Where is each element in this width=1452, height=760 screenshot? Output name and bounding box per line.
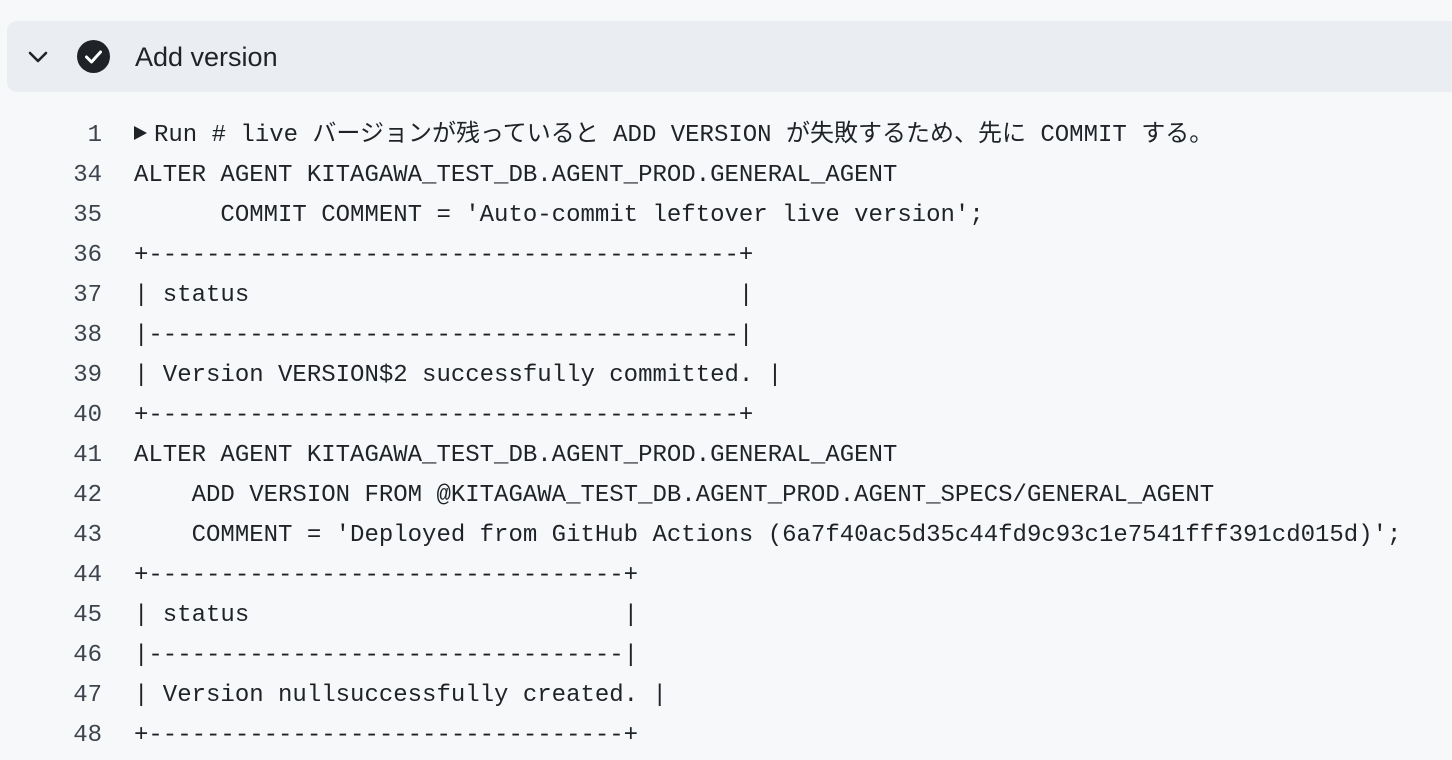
log-text[interactable]: Run # live バージョンが残っていると ADD VERSION が失敗す… xyxy=(134,123,1213,149)
log-line: 38 |-------------------------------------… xyxy=(0,316,1452,356)
line-number-link[interactable]: 41 xyxy=(73,442,102,469)
line-number-link[interactable]: 36 xyxy=(73,242,102,269)
log-output: 1 Run # live バージョンが残っていると ADD VERSION が失敗… xyxy=(0,116,1452,756)
line-number-link[interactable]: 37 xyxy=(73,282,102,309)
log-line: 47 | Version nullsuccessfully created. | xyxy=(0,676,1452,716)
line-number-link[interactable]: 47 xyxy=(73,682,102,709)
log-line: 43 COMMENT = 'Deployed from GitHub Actio… xyxy=(0,516,1452,556)
log-text: +---------------------------------+ xyxy=(134,723,638,749)
line-number-link[interactable]: 42 xyxy=(73,482,102,509)
log-text-content: COMMIT COMMENT = 'Auto-commit leftover l… xyxy=(134,202,984,229)
log-text: ADD VERSION FROM @KITAGAWA_TEST_DB.AGENT… xyxy=(134,482,1215,509)
line-number-link[interactable]: 39 xyxy=(73,362,102,389)
log-text-content: |---------------------------------------… xyxy=(134,322,754,349)
log-line: 44 +---------------------------------+ xyxy=(0,556,1452,596)
log-text: |---------------------------------| xyxy=(134,643,638,669)
log-text-content: | status | xyxy=(134,602,639,629)
log-text: |---------------------------------------… xyxy=(134,323,753,349)
line-number-link[interactable]: 38 xyxy=(73,322,102,349)
check-circle-filled-icon xyxy=(77,40,110,73)
log-text: | Version VERSION$2 successfully committ… xyxy=(134,363,782,389)
chevron-down-icon[interactable] xyxy=(26,45,50,69)
line-number-link[interactable]: 44 xyxy=(73,562,102,589)
log-line: 34 ALTER AGENT KITAGAWA_TEST_DB.AGENT_PRO… xyxy=(0,156,1452,196)
log-text-content: | Version nullsuccessfully created. | xyxy=(134,682,667,709)
log-line: 37 | status | xyxy=(0,276,1452,316)
log-text: ALTER AGENT KITAGAWA_TEST_DB.AGENT_PROD.… xyxy=(134,163,897,189)
log-text-content: +---------------------------------+ xyxy=(134,722,639,749)
log-text: | Version nullsuccessfully created. | xyxy=(134,683,667,709)
log-text-content: +---------------------------------------… xyxy=(134,242,754,269)
log-text-content: +---------------------------------------… xyxy=(134,402,754,429)
log-text-content: COMMENT = 'Deployed from GitHub Actions … xyxy=(134,522,1402,549)
log-text-content: | status | xyxy=(134,282,754,309)
log-text: ALTER AGENT KITAGAWA_TEST_DB.AGENT_PROD.… xyxy=(134,443,897,469)
log-text-content: Run # live バージョンが残っていると ADD VERSION が失敗す… xyxy=(154,122,1214,149)
log-text: COMMIT COMMENT = 'Auto-commit leftover l… xyxy=(134,202,984,229)
line-number-link[interactable]: 34 xyxy=(73,162,102,189)
log-text: +---------------------------------------… xyxy=(134,243,753,269)
log-line: 45 | status | xyxy=(0,596,1452,636)
step-header[interactable]: Add version xyxy=(7,21,1452,92)
line-number-link[interactable]: 40 xyxy=(73,402,102,429)
log-text-content: | Version VERSION$2 successfully committ… xyxy=(134,362,783,389)
log-text-content: ALTER AGENT KITAGAWA_TEST_DB.AGENT_PROD.… xyxy=(134,442,898,469)
log-text: +---------------------------------+ xyxy=(134,563,638,589)
log-line: 35 COMMIT COMMENT = 'Auto-commit leftove… xyxy=(0,196,1452,236)
log-text: +---------------------------------------… xyxy=(134,403,753,429)
line-number-link[interactable]: 1 xyxy=(87,122,102,149)
log-text-content: +---------------------------------+ xyxy=(134,562,639,589)
log-text-content: ADD VERSION FROM @KITAGAWA_TEST_DB.AGENT… xyxy=(134,482,1215,509)
line-number-link[interactable]: 35 xyxy=(73,202,102,229)
log-text-content: |---------------------------------| xyxy=(134,642,639,669)
log-text: | status | xyxy=(134,283,753,309)
log-line: 36 +-------------------------------------… xyxy=(0,236,1452,276)
line-number-link[interactable]: 48 xyxy=(73,722,102,749)
line-number-link[interactable]: 46 xyxy=(73,642,102,669)
log-line: 1 Run # live バージョンが残っていると ADD VERSION が失敗… xyxy=(0,116,1452,156)
step-title: Add version xyxy=(135,42,278,72)
log-line: 46 |---------------------------------| xyxy=(0,636,1452,676)
log-line: 39 | Version VERSION$2 successfully commi… xyxy=(0,356,1452,396)
log-text: COMMENT = 'Deployed from GitHub Actions … xyxy=(134,522,1402,549)
log-text: | status | xyxy=(134,603,638,629)
log-text-content: ALTER AGENT KITAGAWA_TEST_DB.AGENT_PROD.… xyxy=(134,162,898,189)
log-line: 42 ADD VERSION FROM @KITAGAWA_TEST_DB.AG… xyxy=(0,476,1452,516)
log-line: 40 +-------------------------------------… xyxy=(0,396,1452,436)
log-line: 48 +---------------------------------+ xyxy=(0,716,1452,756)
line-number-link[interactable]: 43 xyxy=(73,522,102,549)
triangle-right-icon[interactable] xyxy=(134,126,147,140)
log-line: 41 ALTER AGENT KITAGAWA_TEST_DB.AGENT_PRO… xyxy=(0,436,1452,476)
line-number-link[interactable]: 45 xyxy=(73,602,102,629)
